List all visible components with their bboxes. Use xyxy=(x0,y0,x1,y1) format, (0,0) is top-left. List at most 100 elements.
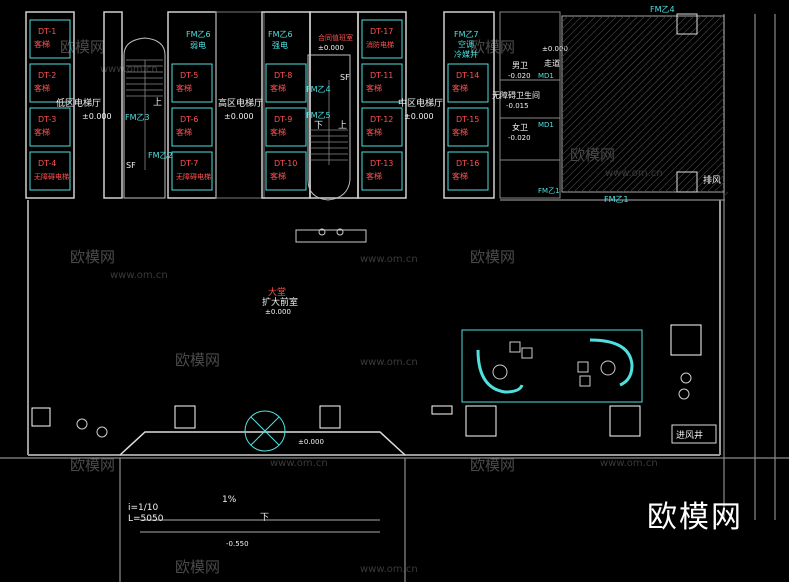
exhaust-label: 排风 xyxy=(703,174,721,186)
elevator-car xyxy=(29,63,71,103)
watermark-brand: 欧模网 xyxy=(70,456,115,474)
elevator-car xyxy=(171,107,213,147)
hall-mid-elev: ±0.000 xyxy=(404,112,434,121)
exhaust-shaft: 排风 FM乙1 xyxy=(604,171,721,204)
door-fm2-label: FM乙2 xyxy=(148,151,173,160)
watermark-url: www.om.cn xyxy=(360,254,418,265)
lounge-seating xyxy=(461,329,643,403)
elevator-car xyxy=(265,151,307,191)
watermark-layer: 欧模网 www.om.cn 欧模网 欧模网 www.om.cn 欧模网 www.… xyxy=(60,38,663,576)
restroom-block: 男卫 -0.020 无障碍卫生间 -0.015 女卫 -0.020 走道 ±0.… xyxy=(492,11,568,199)
elevator-name: 客梯 xyxy=(452,127,468,137)
elevator-code: DT-15 xyxy=(456,115,479,124)
elevator-name: 客梯 xyxy=(270,83,286,93)
elevator-car xyxy=(171,63,213,103)
elevator-code: DT-10 xyxy=(274,159,297,168)
elevator-car xyxy=(361,63,403,103)
stair-sf-label: SF xyxy=(340,73,350,82)
elevator-car xyxy=(361,107,403,147)
ramp-length: L=5050 xyxy=(128,514,164,524)
elevator-code: DT-17 xyxy=(370,27,393,36)
elevator-code: DT-4 xyxy=(38,159,56,168)
shaft-strong-door: FM乙6 xyxy=(268,30,293,39)
elevator-car xyxy=(171,151,213,191)
elevator-code: DT-7 xyxy=(180,159,198,168)
hall-high-elev: ±0.000 xyxy=(224,112,254,121)
elevator-code: DT-5 xyxy=(180,71,198,80)
elevator-name: 客梯 xyxy=(270,127,286,137)
air-intake-label: 进风井 xyxy=(676,429,703,441)
stair-sf-label: SF xyxy=(126,161,136,170)
stair-left: 上 SF FM乙3 FM乙2 xyxy=(123,37,173,199)
lobby-subtitle: 扩大前室 xyxy=(262,296,298,308)
elevator-name: 客梯 xyxy=(176,127,192,137)
door-fm4-label: FM乙4 xyxy=(306,85,331,94)
elevator-name: 客梯 xyxy=(176,83,192,93)
elevator-code: DT-3 xyxy=(38,115,56,124)
watermark-url: www.om.cn xyxy=(270,458,328,469)
elevator-code: DT-12 xyxy=(370,115,393,124)
watermark-brand: 欧模网 xyxy=(70,248,115,266)
building-outline xyxy=(0,14,789,520)
accessible-restroom-label: 无障碍卫生间 xyxy=(492,90,540,100)
lobby-elev: ±0.000 xyxy=(265,308,291,316)
shafts: FM乙6 弱电 FM乙6 强电 FM乙7 空调 冷媒井 合同值班室 ±0.000 xyxy=(186,30,479,59)
watermark-brand: 欧模网 xyxy=(60,38,105,56)
elevator-car xyxy=(29,151,71,191)
watermark-url: www.om.cn xyxy=(605,168,663,179)
elevator-code: DT-6 xyxy=(180,115,198,124)
lobby-title: 大堂 xyxy=(268,286,286,298)
ramp-elev: -0.550 xyxy=(226,540,249,548)
shaft-cool-door: FM乙7 xyxy=(454,30,479,39)
ramp: i=1/10 L=5050 1% 下 -0.550 xyxy=(119,458,406,582)
door-md1-label: MD1 xyxy=(538,72,554,80)
door-fmz4-label: FM乙4 xyxy=(650,5,675,14)
elevator-code: DT-13 xyxy=(370,159,393,168)
elevator-car xyxy=(265,63,307,103)
door-md1-label: MD1 xyxy=(538,121,554,129)
watermark-url: www.om.cn xyxy=(600,458,658,469)
watermark-brand: 欧模网 xyxy=(470,248,515,266)
elevator-car xyxy=(29,107,71,147)
elevator-name: 无障碍电梯 xyxy=(34,172,69,181)
hatched-area: FM乙4 xyxy=(561,5,729,197)
corridor-label: 走道 xyxy=(544,58,560,68)
elevator-cars: DT-1客梯DT-2客梯DT-3客梯DT-4无障碍电梯DT-5客梯DT-6客梯D… xyxy=(29,19,489,191)
security-room-elev: ±0.000 xyxy=(318,44,344,52)
stair-up-label: 上 xyxy=(338,120,347,131)
watermark-url: www.om.cn xyxy=(100,64,158,75)
security-room-label: 合同值班室 xyxy=(318,33,353,42)
ramp-slope: i=1/10 xyxy=(128,503,159,513)
elevator-car xyxy=(361,19,403,59)
elevator-code: DT-9 xyxy=(274,115,292,124)
elevator-code: DT-14 xyxy=(456,71,479,80)
elevator-name: 客梯 xyxy=(34,83,50,93)
elevator-code: DT-16 xyxy=(456,159,479,168)
stair-down-label: 下 xyxy=(314,121,323,131)
elevator-car xyxy=(447,63,489,103)
watermark-url: www.om.cn xyxy=(360,564,418,575)
corridor-elev: ±0.000 xyxy=(542,45,568,53)
columns xyxy=(31,324,702,437)
male-restroom-label: 男卫 xyxy=(512,61,528,70)
lobby: 大堂 扩大前室 ±0.000 xyxy=(262,228,367,316)
elevator-name: 无障碍电梯 xyxy=(176,172,211,181)
elevator-code: DT-2 xyxy=(38,71,56,80)
entrance-elev: ±0.000 xyxy=(298,438,324,446)
shaft-cool-label1: 空调 xyxy=(458,39,474,49)
watermark-brand: 欧模网 xyxy=(470,456,515,474)
hall-low-elev: ±0.000 xyxy=(82,112,112,121)
shaft-cool-label2: 冷媒井 xyxy=(454,49,478,59)
elevator-car xyxy=(447,107,489,147)
air-intake-shaft: 进风井 xyxy=(671,424,717,444)
elevator-code: DT-8 xyxy=(274,71,292,80)
watermark-url: www.om.cn xyxy=(360,357,418,368)
hall-mid-label: 中区电梯厅 xyxy=(398,97,443,109)
female-restroom-elev: -0.020 xyxy=(508,134,531,142)
watermark-brand: 欧模网 xyxy=(470,38,515,56)
watermark-brand: 欧模网 xyxy=(570,146,615,164)
watermark-brand: 欧模网 xyxy=(175,558,220,576)
elevator-car xyxy=(29,19,71,59)
watermark-brand: 欧模网 xyxy=(175,351,220,369)
